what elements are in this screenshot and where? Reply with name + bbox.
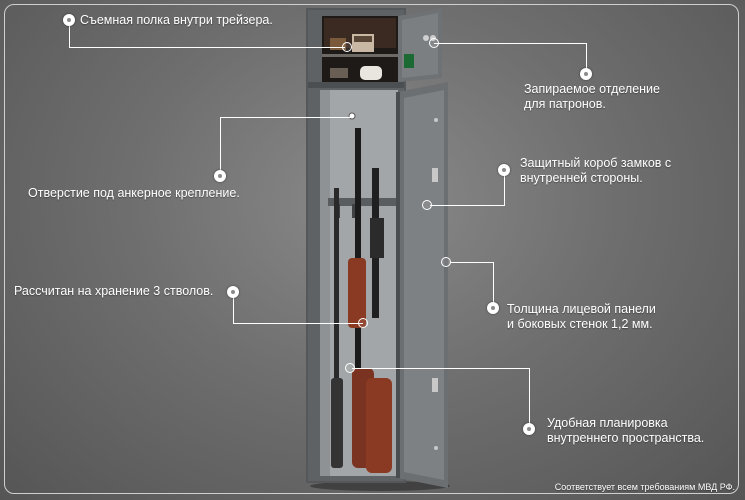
callout-shelf: Съемная полка внутри трейзера. bbox=[80, 13, 273, 27]
ammo-bullet-icon bbox=[580, 68, 592, 80]
lock-leader-v bbox=[504, 170, 505, 206]
callout-thickness-line2: и боковых стенок 1,2 мм. bbox=[507, 317, 653, 331]
callout-barrels: Рассчитан на хранение 3 стволов. bbox=[14, 284, 214, 298]
lock-leader-h bbox=[430, 205, 505, 206]
gun-safe-illustration bbox=[306, 8, 450, 491]
callout-anchor: Отверстие под анкерное крепление. bbox=[28, 186, 240, 200]
shelf-bullet-icon bbox=[63, 14, 75, 26]
barrels-bullet-icon bbox=[227, 286, 239, 298]
compliance-footer: Соответствует всем требованиям МВД РФ. bbox=[554, 482, 735, 492]
anchor-bullet-icon bbox=[214, 170, 226, 182]
lock-bullet-icon bbox=[498, 164, 510, 176]
thickness-bullet-icon bbox=[487, 302, 499, 314]
callout-lock-line1: Защитный короб замков с bbox=[520, 156, 672, 170]
anchor-leader-h bbox=[220, 117, 353, 118]
callout-thickness-line1: Толщина лицевой панели bbox=[507, 302, 656, 316]
thickness-leader-h bbox=[450, 262, 494, 263]
image-frame bbox=[4, 4, 739, 494]
callout-lock-line2: внутренней стороны. bbox=[520, 171, 643, 185]
anchor-leader-v bbox=[220, 117, 221, 175]
ammo-leader-v bbox=[586, 43, 587, 69]
ammo-marker-icon bbox=[429, 38, 439, 48]
layout-marker-icon bbox=[345, 363, 355, 373]
callout-ammo-line2: для патронов. bbox=[524, 97, 606, 111]
barrels-marker-icon bbox=[358, 318, 368, 328]
callout-layout-line1: Удобная планировка bbox=[547, 416, 668, 430]
thickness-leader-v bbox=[493, 262, 494, 306]
shelf-marker-icon bbox=[342, 42, 352, 52]
lock-marker-icon bbox=[422, 200, 432, 210]
barrels-leader-h bbox=[233, 323, 363, 324]
barrels-leader-v bbox=[233, 292, 234, 324]
callout-layout-line2: внутреннего пространства. bbox=[547, 431, 705, 445]
ammo-leader-h bbox=[434, 43, 587, 44]
shelf-leader-v bbox=[69, 23, 70, 47]
callout-ammo-line1: Запираемое отделение bbox=[524, 82, 660, 96]
layout-leader-h bbox=[352, 368, 530, 369]
shelf-leader-h bbox=[69, 47, 345, 48]
layout-bullet-icon bbox=[523, 423, 535, 435]
layout-leader-v bbox=[529, 368, 530, 424]
thickness-marker-icon bbox=[441, 257, 451, 267]
